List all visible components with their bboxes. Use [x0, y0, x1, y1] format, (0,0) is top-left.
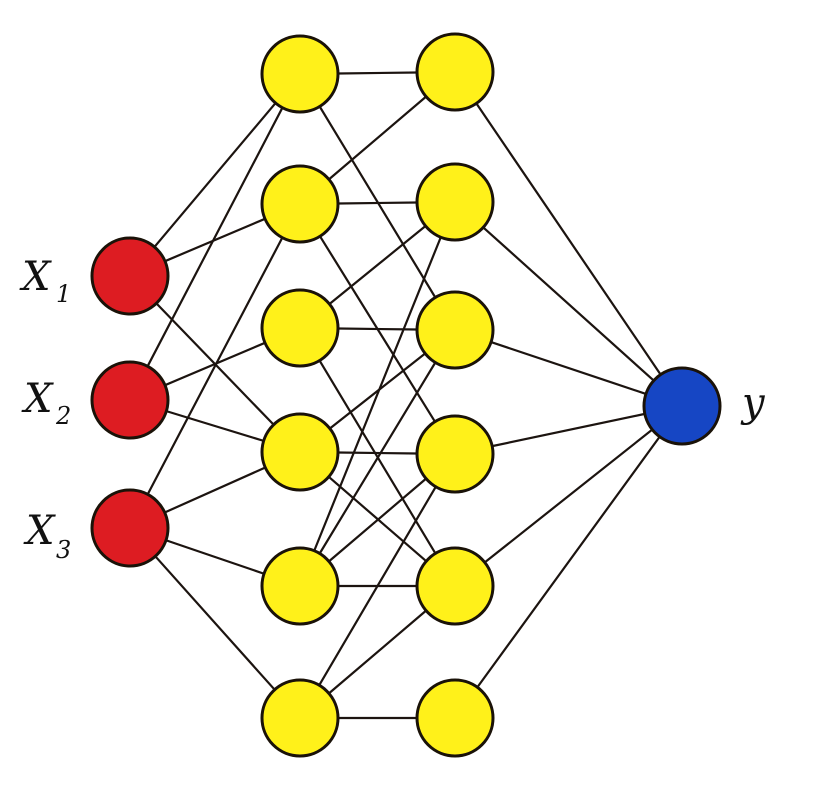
input-node-x1: [90, 236, 170, 316]
hidden-node-h1a: [260, 34, 340, 114]
label-x3: X 3: [23, 508, 71, 564]
input-node-x2: [90, 360, 170, 440]
edge-h1d-h2c: [328, 352, 427, 430]
hidden-node-h2b: [415, 162, 495, 242]
edge-x1-h1a: [153, 101, 277, 249]
label-x2-main: X: [21, 376, 54, 422]
label-y: y: [740, 380, 766, 426]
hidden-node-h2f: [415, 678, 495, 758]
edge-x3-h1f: [154, 555, 276, 691]
hidden-node-h2e: [415, 546, 495, 626]
neurons: [90, 32, 722, 758]
hidden-node-h2c: [415, 290, 495, 370]
edge-h1a-h2a: [336, 71, 419, 75]
label-x2: X 2: [21, 376, 71, 430]
hidden-node-h2a: [415, 32, 495, 112]
edge-x2-h1d: [165, 410, 265, 442]
edge-h1c-h2c: [336, 327, 419, 331]
hidden-node-h1e: [260, 546, 340, 626]
edge-h1e-h2c: [318, 361, 437, 555]
edge-x3-h1e: [164, 539, 266, 575]
edge-x1-h1b: [163, 217, 267, 263]
label-x3-main: X: [23, 508, 56, 554]
edge-x3-h1b: [146, 236, 284, 496]
edge-h1c-h2b: [328, 224, 427, 306]
label-x1: X 1: [19, 254, 71, 308]
input-node-x3: [90, 488, 170, 568]
edge-h1f-h2e: [327, 609, 428, 695]
edge-h1b-h2b: [336, 201, 419, 205]
label-x3-sub: 3: [56, 536, 71, 564]
connections: [146, 71, 662, 720]
hidden-node-h1d: [260, 412, 340, 492]
edge-h2c-y: [489, 340, 648, 396]
hidden-node-h1b: [260, 164, 340, 244]
hidden-node-h1c: [260, 288, 340, 368]
edge-h1f-h2d: [318, 485, 437, 687]
edge-h1d-h2d: [336, 451, 419, 455]
label-x1-main: X: [19, 254, 52, 300]
edge-h1b-h2a: [327, 95, 428, 181]
edge-h2f-y: [476, 435, 661, 689]
output-node-y: [642, 366, 722, 446]
edge-h2a-y: [475, 102, 662, 376]
label-x2-sub: 2: [55, 402, 71, 430]
edge-x2-h1a: [146, 106, 284, 368]
hidden-node-h1f: [260, 678, 340, 758]
edge-x3-h1d: [163, 466, 267, 514]
edge-h2e-y: [483, 428, 654, 564]
edge-h2d-y: [491, 412, 646, 448]
edge-h1e-h2d: [327, 477, 428, 563]
hidden-node-h2d: [415, 414, 495, 494]
label-x1-sub: 1: [56, 280, 71, 308]
edge-h2b-y: [482, 226, 655, 382]
edge-h1e-h2b: [313, 236, 442, 552]
